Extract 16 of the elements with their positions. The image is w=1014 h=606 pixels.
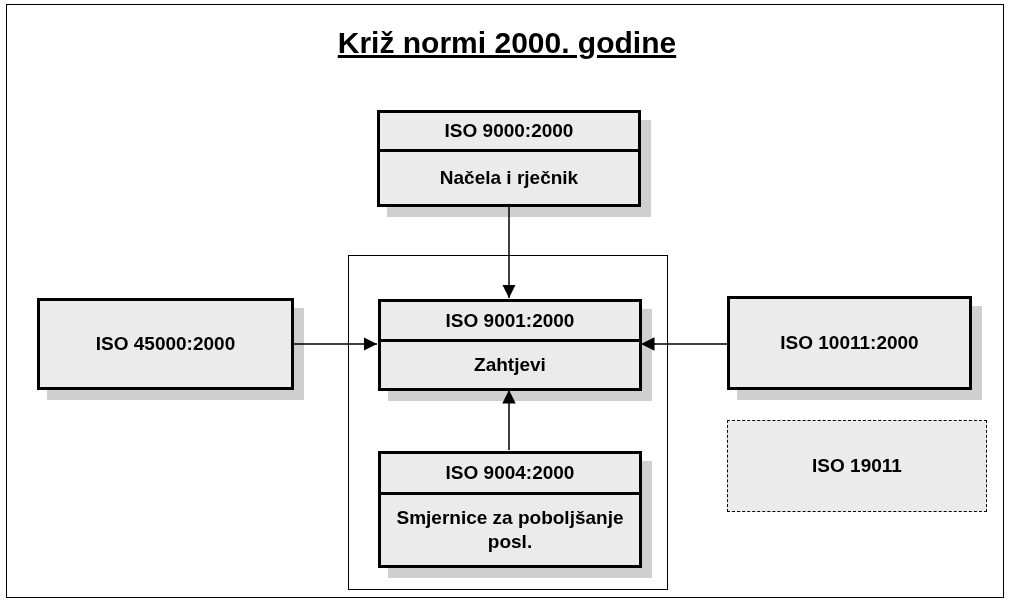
arrow [293, 337, 378, 351]
diagram-title: Križ normi 2000. godine [336, 26, 678, 60]
standard-label: Zahtjevi [381, 339, 639, 388]
standard-label: Smjernice za poboljšanje posl. [381, 492, 639, 565]
standard-code: ISO 9004:2000 [444, 461, 576, 486]
standard-box [727, 420, 987, 512]
standard-code: ISO 10011:2000 [779, 331, 920, 356]
arrow [640, 337, 728, 351]
group-frame [348, 255, 668, 590]
arrow [502, 206, 516, 299]
standard-code: ISO 9000:2000 [443, 119, 575, 144]
standard-code: ISO 9001:2000 [444, 308, 576, 333]
standard-code: ISO 45000:2000 [94, 332, 237, 357]
arrow [502, 389, 516, 451]
standard-label: Načela i rječnik [380, 149, 638, 204]
standard-code: ISO 19011 [811, 454, 903, 479]
